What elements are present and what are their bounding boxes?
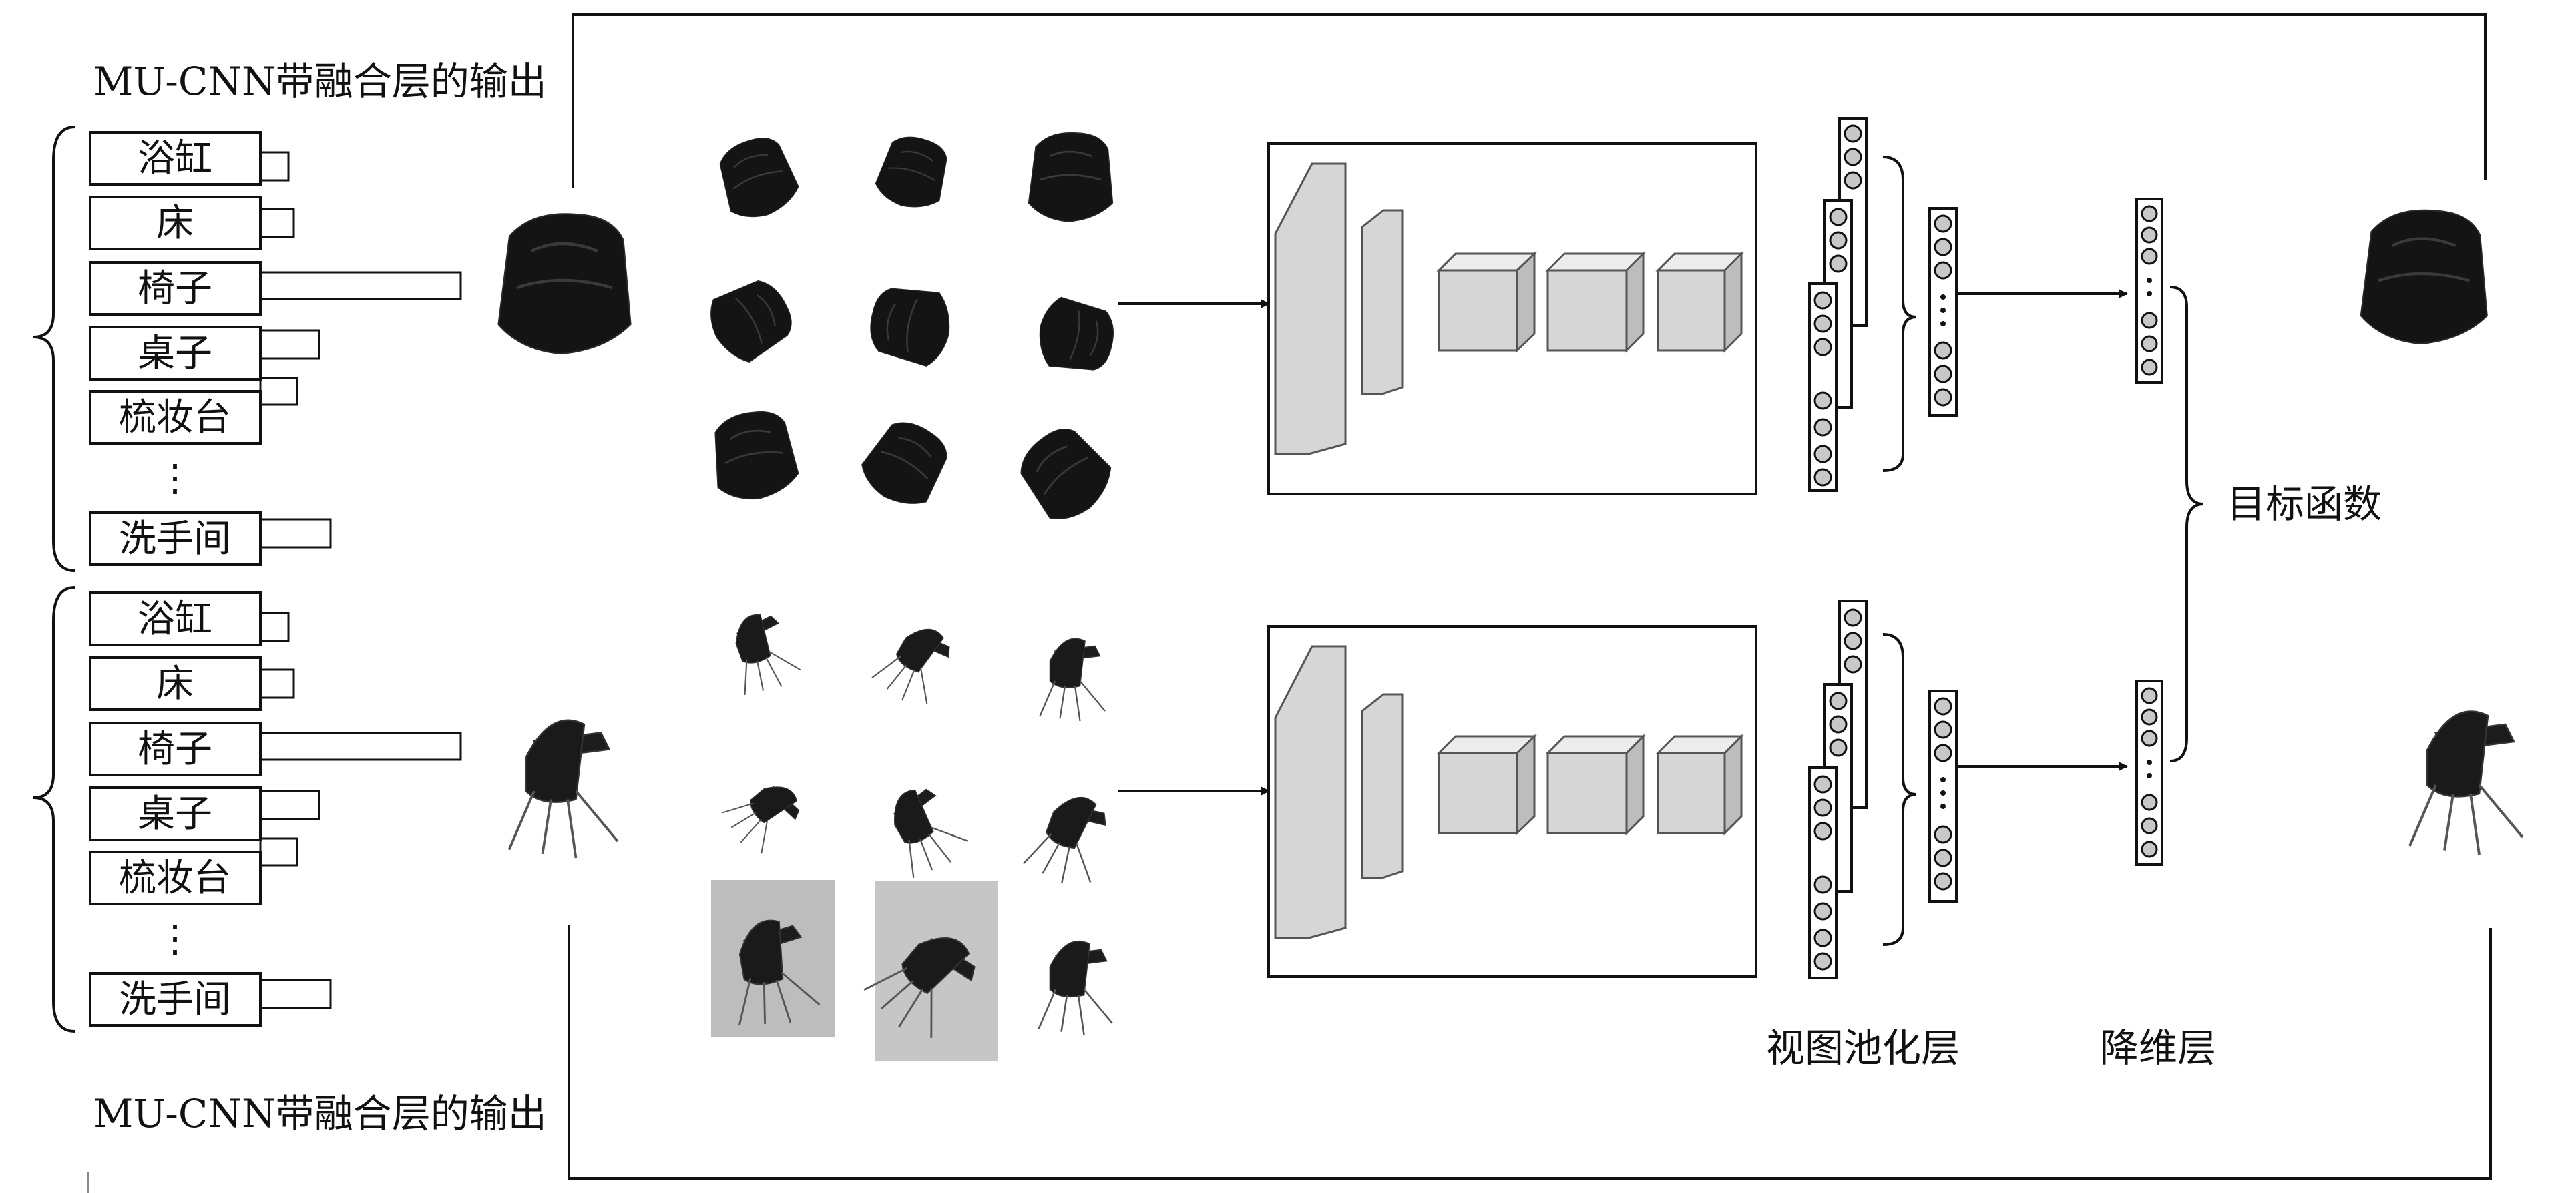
svg-text:椅子: 椅子 <box>138 728 212 771</box>
bottom-class-box-dresser: 梳妆台 <box>89 837 298 905</box>
top-class-box-chair: 椅子 <box>89 261 462 316</box>
objective-label: 目标函数 <box>2227 481 2382 527</box>
top-class-ellipsis: ⋮ <box>156 457 194 500</box>
top-class-box-bathtub: 浴缸 <box>89 131 290 186</box>
bottom-list-brace <box>33 586 75 1033</box>
svg-text:床: 床 <box>156 662 194 706</box>
bottom-output-deskchair <box>2408 710 2524 856</box>
bottom-pooled-vector <box>1928 690 1958 903</box>
bottom-feedback-line <box>568 925 2492 1180</box>
svg-text:桌子: 桌子 <box>138 332 212 375</box>
bottom-output-label: MU-CNN带融合层的输出 <box>93 1091 547 1136</box>
top-cnn-block <box>1267 142 1757 495</box>
top-pooled-vector <box>1928 207 1958 417</box>
svg-text:床: 床 <box>156 202 194 245</box>
svg-text:梳妆台: 梳妆台 <box>119 857 231 900</box>
svg-text:洗手间: 洗手间 <box>119 978 231 1021</box>
svg-text:洗手间: 洗手间 <box>119 517 231 561</box>
dim-reduction-label: 降维层 <box>2100 1025 2216 1071</box>
bottom-class-list: 浴缸 床 椅子 桌子 梳妆台 ⋮ 洗手间 <box>33 586 462 1033</box>
svg-text:梳妆台: 梳妆台 <box>119 396 231 439</box>
bottom-class-ellipsis: ⋮ <box>156 917 194 961</box>
view-pooling-label: 视图池化层 <box>1766 1025 1960 1071</box>
bottom-class-box-toilet: 洗手间 <box>89 972 332 1027</box>
top-output-label: MU-CNN带融合层的输出 <box>93 59 547 104</box>
top-reduced-vector <box>2135 198 2163 384</box>
top-class-box-bed: 床 <box>89 196 295 250</box>
top-view-pooling-stack <box>1808 117 1917 492</box>
top-class-box-toilet: 洗手间 <box>89 511 332 566</box>
bottom-reduced-vector <box>2135 680 2163 866</box>
top-class-box-dresser: 梳妆台 <box>89 377 298 445</box>
top-view-grid <box>698 129 1123 533</box>
objective-brace <box>2169 286 2204 762</box>
bottom-class-box-chair: 椅子 <box>89 722 462 776</box>
svg-text:浴缸: 浴缸 <box>138 137 212 180</box>
top-output-armchair <box>2361 210 2487 344</box>
top-input-armchair <box>499 214 631 354</box>
bottom-cnn-block <box>1267 625 1757 978</box>
top-class-list: 浴缸 床 椅子 桌子 梳妆台 ⋮ 洗手间 <box>33 126 462 572</box>
bottom-view-grid <box>711 605 1118 1061</box>
bottom-class-box-desk: 桌子 <box>89 786 320 841</box>
svg-text:浴缸: 浴缸 <box>138 598 212 641</box>
top-feedback-line <box>572 13 2487 188</box>
top-class-box-desk: 桌子 <box>89 326 320 381</box>
svg-text:桌子: 桌子 <box>138 792 212 836</box>
bottom-view-pooling-stack <box>1808 600 1917 979</box>
bottom-input-deskchair <box>507 718 619 859</box>
svg-text:椅子: 椅子 <box>138 267 212 310</box>
bottom-class-box-bathtub: 浴缸 <box>89 591 290 646</box>
bottom-class-box-bed: 床 <box>89 656 295 711</box>
top-list-brace <box>33 126 75 572</box>
